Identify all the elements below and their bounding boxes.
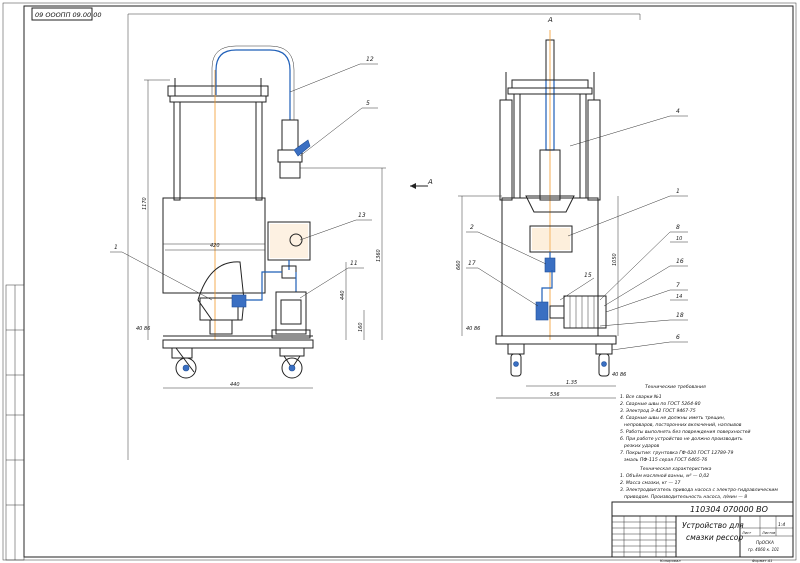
- title-scale: 1:4: [778, 522, 785, 528]
- dim-side-height: 1050: [612, 253, 618, 266]
- dim-base-width: 440: [230, 382, 240, 388]
- callout-1-left: 1: [114, 244, 118, 251]
- callout-14: 14: [676, 294, 682, 300]
- callout-18: 18: [676, 312, 684, 319]
- callout-11: 11: [350, 260, 358, 267]
- note-7: 6. При работе устройство не должно произ…: [620, 436, 743, 442]
- arrow-a-label: А: [427, 178, 433, 186]
- callout-10: 10: [676, 236, 682, 242]
- side-left-wheel: [510, 353, 522, 377]
- note-4: 4. Сварные швы не должны иметь трещин,: [620, 415, 725, 421]
- spec-4: приводом. Производительность насоса, л/м…: [624, 494, 747, 500]
- title-block: 110304 070000 ВО Устройство для смазки р…: [611, 501, 794, 563]
- callout-12: 12: [366, 56, 374, 63]
- dim-pump-height: 440: [340, 290, 346, 300]
- inner-frame: [23, 5, 794, 558]
- front-right-wheel: [281, 357, 303, 379]
- dim-side-left-height: 660: [456, 260, 462, 270]
- title-name-line2: смазки рессор: [686, 533, 743, 542]
- technical-characteristics: Техническая характеристика 1. Объём масл…: [620, 466, 778, 500]
- side-view: А: [456, 16, 688, 399]
- left-side-stamp: [5, 284, 25, 561]
- top-code: 09 ОООПП 09.00.00: [35, 11, 101, 19]
- title-sheet: Лист: [741, 531, 752, 535]
- callout-1-right: 1: [676, 188, 680, 195]
- note-3: 3. Электрод Э-42 ГОСТ 9467-75: [620, 408, 696, 414]
- callout-16: 16: [676, 258, 684, 265]
- callout-8: 8: [676, 224, 680, 231]
- dim-overall-height: 1360: [376, 249, 382, 262]
- callout-13: 13: [358, 212, 366, 219]
- title-name-line1: Устройство для: [682, 521, 744, 530]
- dim-width-front: 420: [210, 243, 220, 249]
- section-arrow-a: А: [410, 178, 433, 189]
- note-8: резких ударов: [623, 444, 660, 449]
- dim-flange-left: 40 86: [136, 326, 150, 332]
- note-10: эмаль ПФ-115 серая ГОСТ 6465-76: [624, 457, 707, 463]
- spec-3: 3. Электродвигатель привода насоса с эле…: [620, 487, 778, 493]
- side-right-wheel: [598, 353, 610, 377]
- note-9: 7. Покрытие: грунтовка ГФ-020 ГОСТ 12789…: [620, 450, 733, 456]
- dim-low-height: 160: [358, 322, 364, 332]
- title-sheets: Листов: [761, 531, 775, 535]
- title-format: Формат А1: [752, 559, 772, 563]
- dim-flange-right: 40 86: [466, 326, 480, 332]
- dim-flange-right-2: 40 86: [612, 372, 626, 378]
- note-1: 1. Все сварки №1: [620, 394, 662, 400]
- note-5: непроваров, посторонних включений, наплы…: [624, 422, 742, 428]
- callout-7: 7: [676, 282, 680, 289]
- callout-6: 6: [676, 334, 680, 341]
- dim-side-base: 536: [550, 392, 560, 398]
- callout-4: 4: [676, 108, 680, 115]
- title-org-1: ПрОСКА: [756, 540, 774, 545]
- callout-17: 17: [468, 260, 476, 267]
- note-2: 2. Сварные швы по ГОСТ 5264-80: [620, 401, 701, 407]
- callout-5: 5: [366, 100, 370, 107]
- view-a-label: А: [547, 16, 553, 24]
- spec-1: 1. Объём масляной ванны, м³ — 0,02: [620, 473, 709, 479]
- front-left-wheel: [175, 357, 197, 379]
- note-6: 5. Работы выполнять без повреждения пове…: [620, 429, 751, 435]
- technical-requirements: Технические требования 1. Все сварки №1 …: [620, 384, 751, 463]
- delivery-pipe: [215, 49, 291, 120]
- callout-2: 2: [470, 224, 474, 231]
- title-doc-number: 110304 070000 ВО: [690, 505, 768, 514]
- title-copy: Копировал: [660, 559, 681, 563]
- notes-title: Технические требования: [645, 384, 706, 390]
- dim-height-front: 1170: [142, 197, 148, 210]
- dim-side-mid: 1.35: [566, 380, 577, 386]
- callout-15: 15: [584, 272, 592, 279]
- title-org-2: гр. 4060 к. 101: [748, 547, 779, 552]
- top-code-box: 09 ОООПП 09.00.00: [31, 7, 101, 21]
- spec-2: 2. Масса смазки, кг — 17: [620, 480, 681, 486]
- front-view: 1170 420 1360 440 160 440 40 86 12 5 13 …: [110, 45, 386, 389]
- spec-title: Техническая характеристика: [640, 466, 712, 472]
